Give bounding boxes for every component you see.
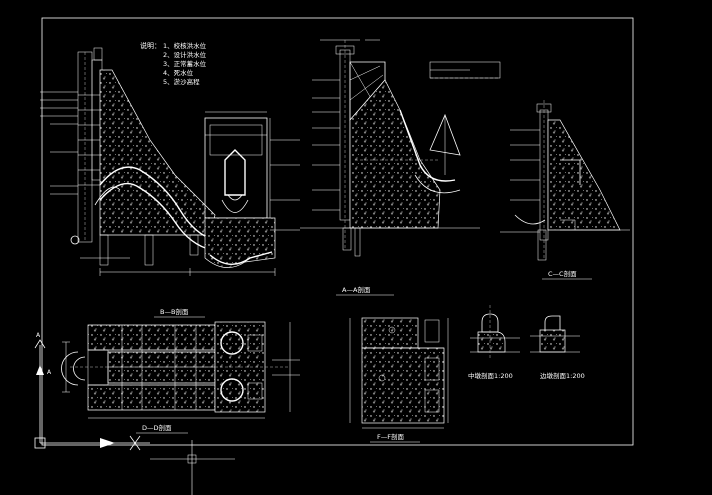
main-spillway-section[interactable] xyxy=(40,47,300,276)
north-axis-label: A xyxy=(36,332,41,339)
note-item-2: 2、设计洪水位 xyxy=(163,50,207,59)
note-item-5: 5、淤沙高程 xyxy=(163,77,200,86)
section-cc-label: C—C剖面 xyxy=(548,269,577,278)
section-dd-label: D—D剖面 xyxy=(142,423,172,432)
section-ff[interactable]: F—F剖面 xyxy=(349,317,449,443)
section-cc[interactable]: C—C剖面 xyxy=(500,100,630,280)
note-item-1: 1、校核洪水位 xyxy=(163,41,207,50)
note-item-3: 3、正常蓄水位 xyxy=(163,59,207,68)
notes-block: 说明： 1、校核洪水位 2、设计洪水位 3、正常蓄水位 4、死水位 5、淤沙高程 xyxy=(140,41,207,86)
section-ff-label: F—F剖面 xyxy=(377,432,404,441)
pier-side-label: 边墩剖面1:200 xyxy=(540,371,585,380)
section-bb-label: B—B剖面 xyxy=(160,307,189,316)
drawing-frame xyxy=(41,17,634,446)
ucs-axis-icon: A A xyxy=(34,332,150,451)
note-item-4: 4、死水位 xyxy=(163,68,194,77)
plan-view-dd[interactable]: D—D剖面 xyxy=(61,321,301,434)
pier-mid-label: 中墩剖面1:200 xyxy=(468,371,513,380)
pier-side-section[interactable]: 边墩剖面1:200 xyxy=(530,315,585,380)
axis-arrow-label: A xyxy=(47,369,52,376)
notes-heading: 说明： xyxy=(140,41,161,50)
crosshair-cursor-icon xyxy=(150,440,235,495)
section-aa[interactable]: A—A剖面 xyxy=(300,39,501,296)
section-aa-label: A—A剖面 xyxy=(342,285,371,294)
pier-mid-section[interactable]: 中墩剖面1:200 xyxy=(468,305,520,380)
